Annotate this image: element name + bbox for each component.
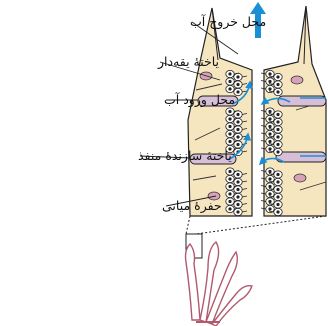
zoom-indicator (186, 216, 326, 258)
label-choanocyte: یاختهٔ یقه‌دار (157, 54, 220, 70)
label-porocyte: یاختهٔ سازندهٔ منفذ (138, 148, 232, 164)
left-body-wall (188, 8, 252, 216)
label-water-inlet: محل ورود آب (164, 92, 235, 108)
small-sponge-icon (186, 242, 253, 326)
label-central-cavity: حفرهٔ میانی (162, 198, 222, 214)
label-water-outlet: محل خروج آب (190, 14, 266, 30)
outlet-arrow-icon (250, 2, 266, 14)
